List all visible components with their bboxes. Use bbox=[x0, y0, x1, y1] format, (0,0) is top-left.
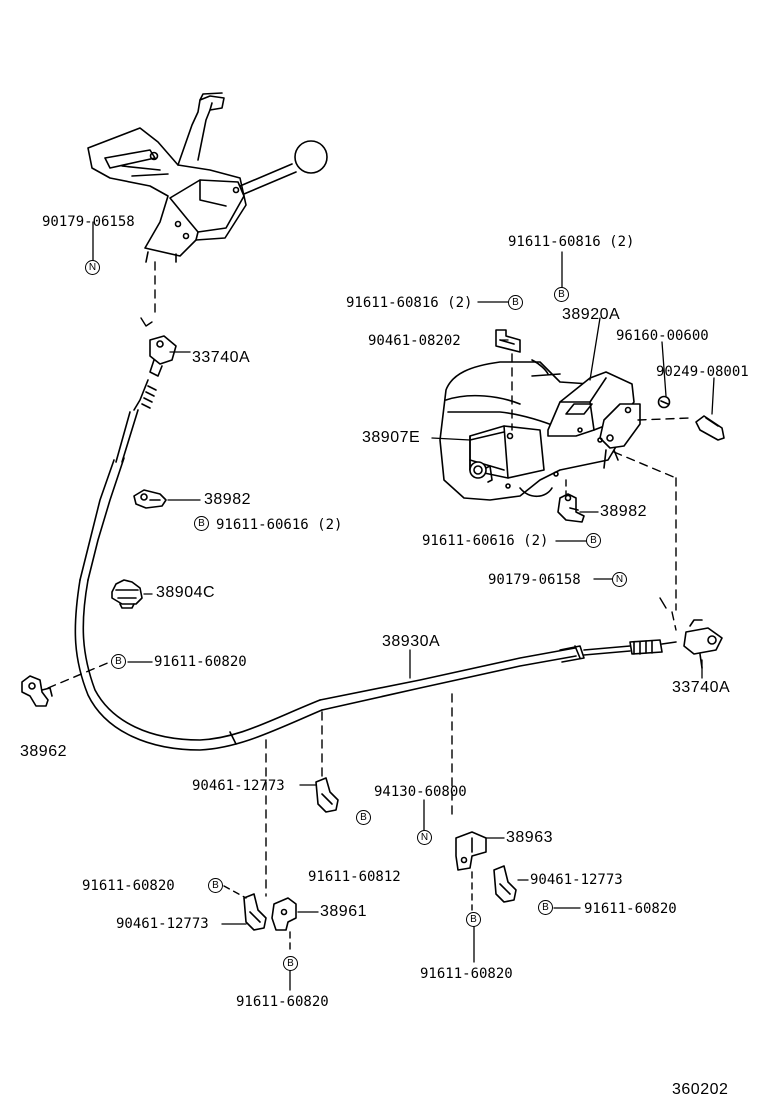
bracket-38962-drawing bbox=[21, 675, 53, 707]
bolt-icon: B bbox=[554, 287, 569, 302]
label-94130-60800: 94130-60800 bbox=[374, 784, 467, 800]
bolt-icon: B bbox=[356, 810, 371, 825]
bolt-icon: B bbox=[194, 516, 209, 531]
label-91611-60820-lowleft: 91611-60820 bbox=[82, 878, 175, 894]
cable-end-right-drawing bbox=[683, 619, 723, 669]
label-96160-00600: 96160-00600 bbox=[616, 328, 709, 344]
label-90179-06158-top: 90179-06158 bbox=[42, 214, 135, 230]
cable-end-upper-drawing bbox=[133, 335, 177, 411]
bolt-icon: B bbox=[466, 912, 481, 927]
label-38907E: 38907E bbox=[362, 429, 421, 446]
label-33740A-top: 33740A bbox=[192, 349, 251, 366]
nut-icon: N bbox=[417, 830, 432, 845]
bracket-38961-drawing bbox=[271, 897, 297, 931]
label-90179-06158-right: 90179-06158 bbox=[488, 572, 581, 588]
label-33740A-right: 33740A bbox=[672, 679, 731, 696]
label-38962: 38962 bbox=[20, 743, 67, 760]
bolt-90249-08001-drawing bbox=[657, 395, 725, 441]
label-90461-12773-mid: 90461-12773 bbox=[192, 778, 285, 794]
label-38920A: 38920A bbox=[562, 306, 621, 323]
shift-lever-bracket-drawing bbox=[87, 92, 328, 263]
label-38904C: 38904C bbox=[156, 584, 216, 601]
clip-90461-12773-right-drawing bbox=[493, 865, 517, 903]
clip-90461-12773-mid-drawing bbox=[315, 777, 339, 813]
bolt-icon: B bbox=[111, 654, 126, 669]
nut-icon: N bbox=[85, 260, 100, 275]
bolt-icon: B bbox=[538, 900, 553, 915]
label-91611-60812: 91611-60812 bbox=[308, 869, 401, 885]
label-38982-left: 38982 bbox=[204, 491, 251, 508]
label-91611-60616-right: 91611-60616 (2) bbox=[422, 533, 549, 549]
label-38961: 38961 bbox=[320, 903, 367, 920]
diagram-number: 360202 bbox=[672, 1081, 729, 1098]
label-90249-08001: 90249-08001 bbox=[656, 364, 749, 380]
label-38963: 38963 bbox=[506, 829, 553, 846]
label-91611-60820-center: 91611-60820 bbox=[420, 966, 513, 982]
transmission-housing-drawing bbox=[439, 359, 641, 501]
label-90461-08202: 90461-08202 bbox=[368, 333, 461, 349]
label-38982-right: 38982 bbox=[600, 503, 647, 520]
label-91611-60816-top: 91611-60816 (2) bbox=[508, 234, 635, 250]
clip-90461-12773-lowleft-drawing bbox=[243, 893, 267, 931]
bolt-icon: B bbox=[508, 295, 523, 310]
main-cable-drawing bbox=[74, 409, 677, 751]
label-91611-60820-bottom: 91611-60820 bbox=[236, 994, 329, 1010]
label-91611-60816-mid: 91611-60816 (2) bbox=[346, 295, 473, 311]
leader-lines bbox=[92, 221, 715, 991]
label-90461-12773-lowleft: 90461-12773 bbox=[116, 916, 209, 932]
label-91611-60820-left: 91611-60820 bbox=[154, 654, 247, 670]
nut-icon: N bbox=[612, 572, 627, 587]
clip-90461-08202-drawing bbox=[495, 329, 521, 353]
bracket-38963-drawing bbox=[455, 831, 487, 871]
label-90461-12773-right: 90461-12773 bbox=[530, 872, 623, 888]
bolt-icon: B bbox=[283, 956, 298, 971]
bolt-icon: B bbox=[208, 878, 223, 893]
label-91611-60616-left: 91611-60616 (2) bbox=[216, 517, 343, 533]
label-91611-60820-right: 91611-60820 bbox=[584, 901, 677, 917]
clip-38982-left-drawing bbox=[133, 489, 167, 509]
label-38930A: 38930A bbox=[382, 633, 441, 650]
bolt-icon: B bbox=[586, 533, 601, 548]
grommet-38904C-drawing bbox=[111, 579, 143, 609]
clip-38982-right-drawing bbox=[557, 493, 585, 523]
